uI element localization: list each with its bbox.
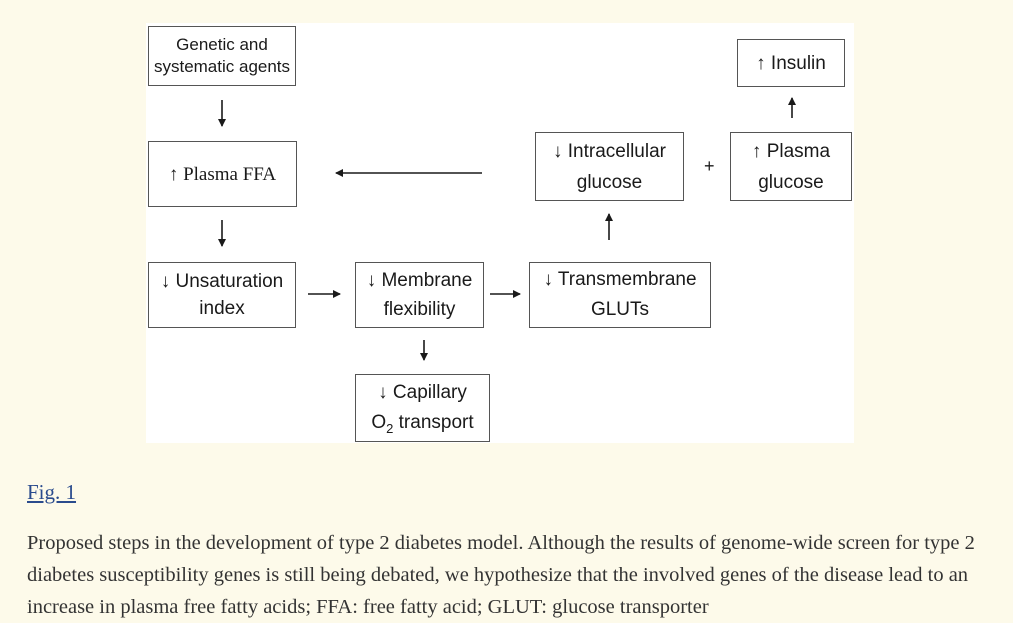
- capillary-rest: transport: [393, 412, 474, 433]
- diagram-figure: [146, 23, 854, 443]
- node-unsaturation-line1: ↓ Unsaturation: [160, 271, 284, 292]
- node-insulin-text: ↑ Insulin: [756, 52, 826, 74]
- figure-link[interactable]: Fig. 1: [27, 480, 77, 504]
- node-plasma-glucose-line2: glucose: [758, 171, 824, 193]
- node-genetic-line2: systematic agents: [153, 57, 291, 76]
- node-intracellular-line1: ↓ Intracellular: [553, 140, 666, 162]
- node-unsaturation-line2: index: [199, 298, 245, 319]
- node-intracellular-line2: glucose: [576, 171, 643, 193]
- node-plasma-ffa-text: ↑ Plasma FFA: [168, 163, 277, 185]
- node-plasma-ffa: ↑ Plasma FFA: [148, 141, 297, 207]
- node-membrane-line1: ↓ Membrane: [366, 270, 473, 291]
- node-transmembrane-line2: GLUTs: [590, 299, 650, 320]
- node-plasma-glucose-line1: ↑ Plasma: [751, 140, 831, 162]
- node-membrane-flexibility: ↓ Membrane flexibility: [355, 262, 484, 328]
- node-unsaturation-index: ↓ Unsaturation index: [148, 262, 296, 328]
- node-plasma-glucose: ↑ Plasma glucose: [730, 132, 852, 201]
- node-transmembrane-line1: ↓ Transmembrane: [543, 269, 697, 290]
- node-capillary-line2: O2 transport: [371, 408, 473, 438]
- node-genetic-line1: Genetic and: [176, 35, 268, 54]
- capillary-subscript: 2: [386, 420, 394, 436]
- capillary-o: O: [371, 412, 387, 433]
- node-capillary-line1: ↓ Capillary: [378, 382, 467, 403]
- node-genetic-agents: Genetic and systematic agents: [148, 26, 296, 86]
- node-membrane-line2: flexibility: [383, 299, 456, 320]
- node-capillary-transport: ↓ Capillary O2 transport: [355, 374, 490, 442]
- plus-sign: +: [704, 156, 715, 176]
- node-insulin: ↑ Insulin: [737, 39, 845, 87]
- node-transmembrane-gluts: ↓ Transmembrane GLUTs: [529, 262, 711, 328]
- node-intracellular-glucose: ↓ Intracellular glucose: [535, 132, 684, 201]
- figure-caption: Proposed steps in the development of typ…: [27, 532, 975, 618]
